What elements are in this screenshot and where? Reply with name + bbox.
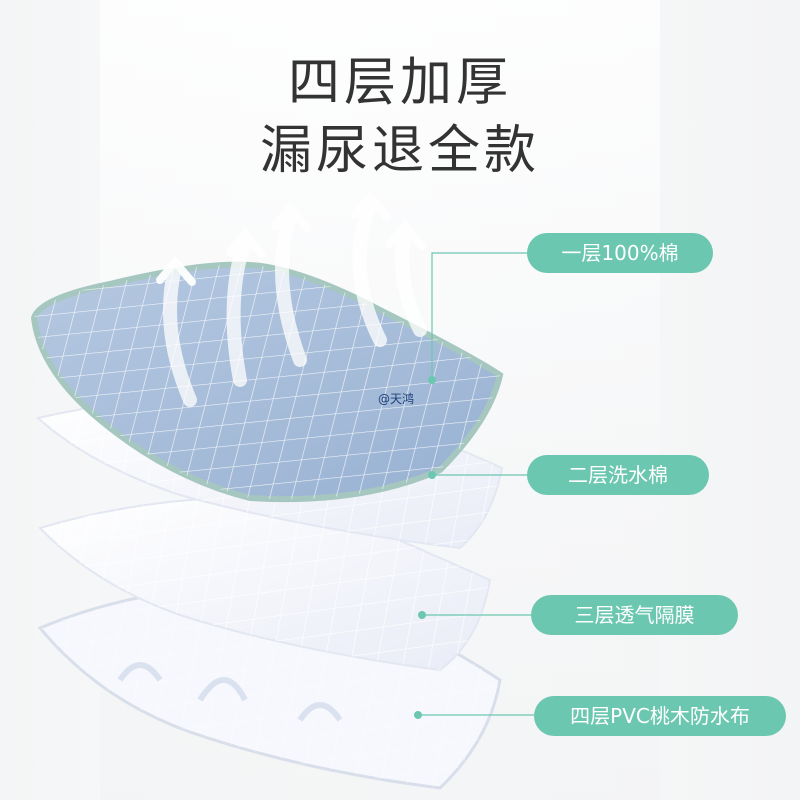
layer-1-cotton-top <box>30 261 504 503</box>
title-line-1: 四层加厚 <box>287 53 512 113</box>
watermark-text: @天鸿 <box>378 392 415 406</box>
layer-label-2: 二层洗水棉 <box>527 455 709 495</box>
upward-airflow-arrow-icon <box>156 190 427 407</box>
title-line-2: 漏尿退全款 <box>259 121 540 181</box>
layer-label-3: 三层透气隔膜 <box>531 595 738 635</box>
layer-label-4: 四层PVC桃木防水布 <box>534 696 786 736</box>
connector-lines <box>418 252 534 716</box>
connector-dots <box>414 376 436 719</box>
connector-layer-1 <box>431 252 527 380</box>
layer-label-1: 一层100%棉 <box>527 233 713 273</box>
